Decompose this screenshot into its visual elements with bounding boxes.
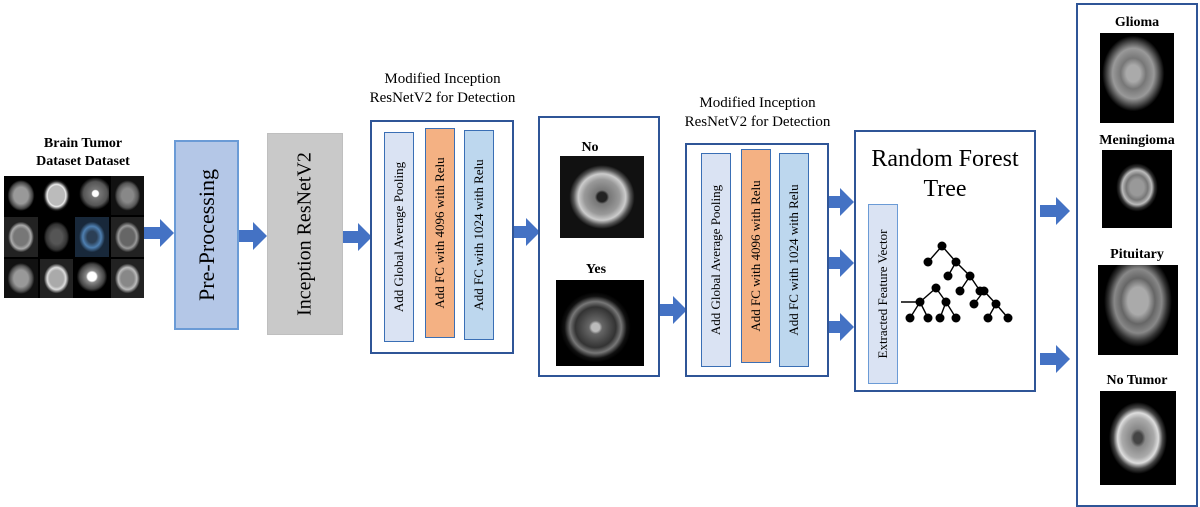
arrow-right-icon [824,313,854,341]
result-yes-mri-image [556,280,644,366]
feature-vector-label: Extracted Feature Vector [875,229,890,359]
output-glioma-mri-image [1100,33,1174,123]
inception-label: Inception ResNetV2 [293,152,316,316]
detection-layer-fc4096: Add FC with 4096 with Relu [425,128,455,338]
random-forest-title-line2: Tree [923,176,967,202]
arrow-right-icon [237,222,267,250]
dataset-mri-thumb [110,176,144,216]
arrow-right-icon [510,218,540,246]
dataset-mri-thumb [75,176,109,216]
random-forest-title: Random Forest Tree [856,144,1034,204]
dataset-mri-thumb [110,217,144,257]
detection-block: Add Global Average Pooling Add FC with 4… [370,120,514,354]
arrow-right-icon [824,188,854,216]
dataset-mri-thumb [4,176,38,216]
output-pituitary-mri-image [1098,265,1178,355]
detection-layer-fc1024: Add FC with 1024 with Relu [464,130,494,340]
preprocessing-box: Pre-Processing [174,140,239,330]
detection-caption-line1: Modified Inception [384,71,501,87]
classification-caption-line1: Modified Inception [699,95,816,111]
classification-block: Add Global Average Pooling Add FC with 4… [685,143,829,377]
dataset-mri-thumb [110,258,144,298]
arrow-right-icon [1040,197,1070,225]
classification-layer-gap-label: Add Global Average Pooling [708,184,723,336]
result-no-mri-image [560,156,644,238]
inception-box: Inception ResNetV2 [267,133,343,335]
classification-layer-gap: Add Global Average Pooling [701,153,731,367]
detection-layer-gap: Add Global Average Pooling [384,132,414,342]
result-no-label: No [581,140,599,155]
output-label-pituitary: Pituitary [1110,247,1164,262]
result-yes-label: Yes [585,262,607,277]
dataset-mri-thumb [39,217,73,257]
detection-caption-line2: ResNetV2 for Detection [369,90,516,106]
classification-layer-fc4096: Add FC with 4096 with Relu [741,149,771,363]
output-label-no-tumor: No Tumor [1106,373,1168,388]
dataset-image-grid [4,176,144,298]
dataset-mri-thumb [4,217,38,257]
detection-layer-gap-label: Add Global Average Pooling [391,161,406,313]
detection-layer-fc4096-label: Add FC with 4096 with Relu [432,157,447,309]
dataset-mri-thumb [75,217,109,257]
dataset-mri-thumb [75,258,109,298]
arrow-right-icon [657,296,687,324]
arrow-right-icon [342,223,372,251]
dataset-title-line1: Brain Tumor [43,136,123,151]
detection-caption: Modified Inception ResNetV2 for Detectio… [355,70,530,108]
arrow-right-icon [144,219,174,247]
output-label-meningioma: Meningioma [1099,133,1175,148]
arrow-right-icon [1040,345,1070,373]
detection-layer-fc1024-label: Add FC with 1024 with Relu [471,159,486,311]
classification-layer-fc1024-label: Add FC with 1024 with Relu [786,184,801,336]
output-label-glioma: Glioma [1114,15,1160,30]
output-meningioma-mri-image [1102,150,1172,228]
arrow-right-icon [824,249,854,277]
classification-caption-line2: ResNetV2 for Detection [684,114,831,130]
random-forest-panel: Random Forest Tree Extracted Feature Vec… [854,130,1036,392]
dataset-title: Brain Tumor Dataset Dataset [18,135,148,171]
dataset-mri-thumb [39,176,73,216]
output-classes-panel: Glioma Meningioma Pituitary No Tumor [1076,3,1198,507]
dataset-mri-thumb [39,258,73,298]
classification-layer-fc4096-label: Add FC with 4096 with Relu [748,180,763,332]
detection-result-panel: No Yes [538,116,660,377]
classification-layer-fc1024: Add FC with 1024 with Relu [779,153,809,367]
output-no-tumor-mri-image [1100,391,1176,485]
decision-tree-icon [901,241,1013,323]
classification-caption: Modified Inception ResNetV2 for Detectio… [670,94,845,132]
preprocessing-label: Pre-Processing [193,169,219,301]
dataset-title-line2: Dataset Dataset [36,154,130,169]
feature-vector-box: Extracted Feature Vector [868,204,898,384]
dataset-mri-thumb [4,258,38,298]
random-forest-title-line1: Random Forest [871,146,1019,172]
